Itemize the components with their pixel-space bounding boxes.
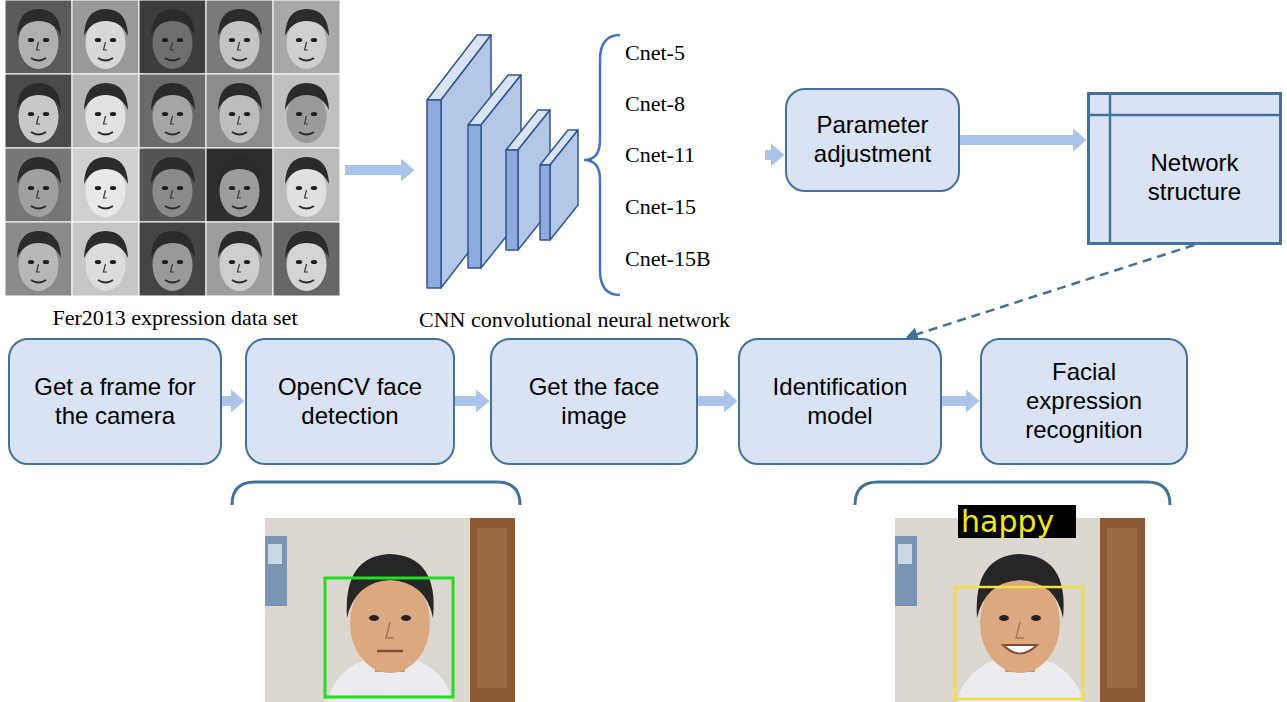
box-label: Parameter adjustment [799,111,946,169]
box-label: Get a frame for the camera [22,373,208,431]
flow-arrow [942,396,966,406]
dataset-face-grid [5,0,340,296]
detection-photo [265,518,515,702]
frame-line [1109,95,1112,242]
process-box: OpenCV face detection [245,338,455,465]
process-box: Identification model [738,338,942,465]
model-name: Cnet-15 [625,194,696,219]
box-label: Facial expression recognition [994,358,1174,444]
detection-bracket [232,482,520,505]
process-box: Parameter adjustment [785,88,960,192]
flow-arrow [345,165,401,175]
dataset-figure: Fer2013 expression data set [5,0,345,330]
box-label: Identification model [752,373,928,431]
process-box: Get the face image [490,338,698,465]
figure-caption: CNN convolutional neural network [419,307,730,332]
flow-arrow [960,135,1073,145]
model-name: Cnet-5 [625,40,685,65]
expression-tag: happy [958,505,1076,538]
model-name: Cnet-11 [625,142,695,167]
flow-arrow [222,396,231,406]
model-list-brace [584,35,620,295]
process-box: Get a frame for the camera [8,338,222,465]
cnn-figure: CNN convolutional neural network [415,30,765,332]
box-label: Get the face image [504,373,684,431]
dashed-arrow [917,245,1195,334]
flow-arrow [455,396,476,406]
flow-arrow [698,396,724,406]
frame-line [1090,114,1279,117]
model-name: Cnet-15B [625,246,711,271]
process-box: Facial expression recognition [980,338,1188,465]
recognition-photo [895,518,1145,702]
dataset-faces [17,9,329,291]
cnn-layer-slabs [427,35,578,288]
structure-box: Network structure [1087,92,1282,245]
box-label: Network structure [1118,149,1271,207]
figure-caption: Fer2013 expression data set [5,305,345,330]
recognition-bracket [855,482,1170,505]
flow-arrow [765,150,771,160]
model-name: Cnet-8 [625,91,685,116]
box-label: OpenCV face detection [259,373,441,431]
